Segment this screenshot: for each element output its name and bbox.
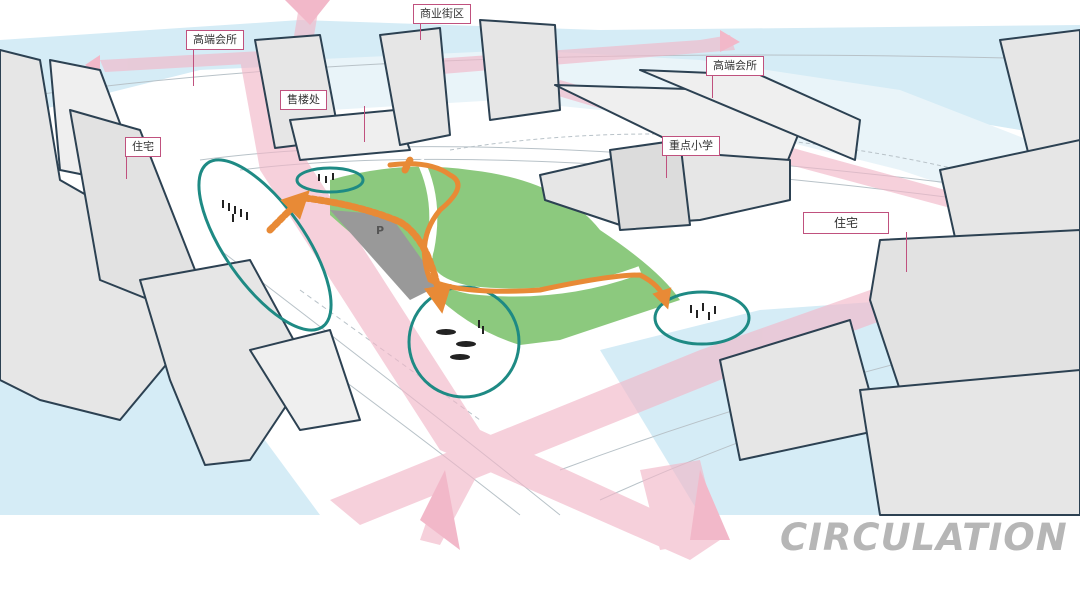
label-sales-office: 售楼处 bbox=[280, 90, 327, 110]
label-clubhouse-left: 高端会所 bbox=[186, 30, 244, 50]
parking-mark: P bbox=[376, 224, 385, 237]
central-park bbox=[330, 158, 680, 345]
label-residential-left: 住宅 bbox=[125, 137, 161, 157]
buildings bbox=[0, 19, 1080, 516]
label-stem-clubhouse-left bbox=[193, 46, 194, 86]
label-commercial-street: 商业街区 bbox=[413, 4, 471, 24]
people-figures bbox=[222, 173, 716, 360]
pedestrian-paths bbox=[266, 156, 672, 314]
label-clubhouse-right: 高端会所 bbox=[706, 56, 764, 76]
label-key-school: 重点小学 bbox=[662, 136, 720, 156]
label-stem-sales-office bbox=[364, 106, 365, 142]
label-stem-residential-right bbox=[906, 232, 907, 272]
diagram-title: CIRCULATION bbox=[780, 516, 1068, 559]
label-residential-right: 住宅 bbox=[803, 212, 890, 234]
label-stem-commercial bbox=[420, 20, 421, 40]
label-stem-clubhouse-right bbox=[712, 72, 713, 98]
label-stem-key-school bbox=[666, 152, 667, 178]
label-stem-residential-left bbox=[126, 153, 127, 179]
